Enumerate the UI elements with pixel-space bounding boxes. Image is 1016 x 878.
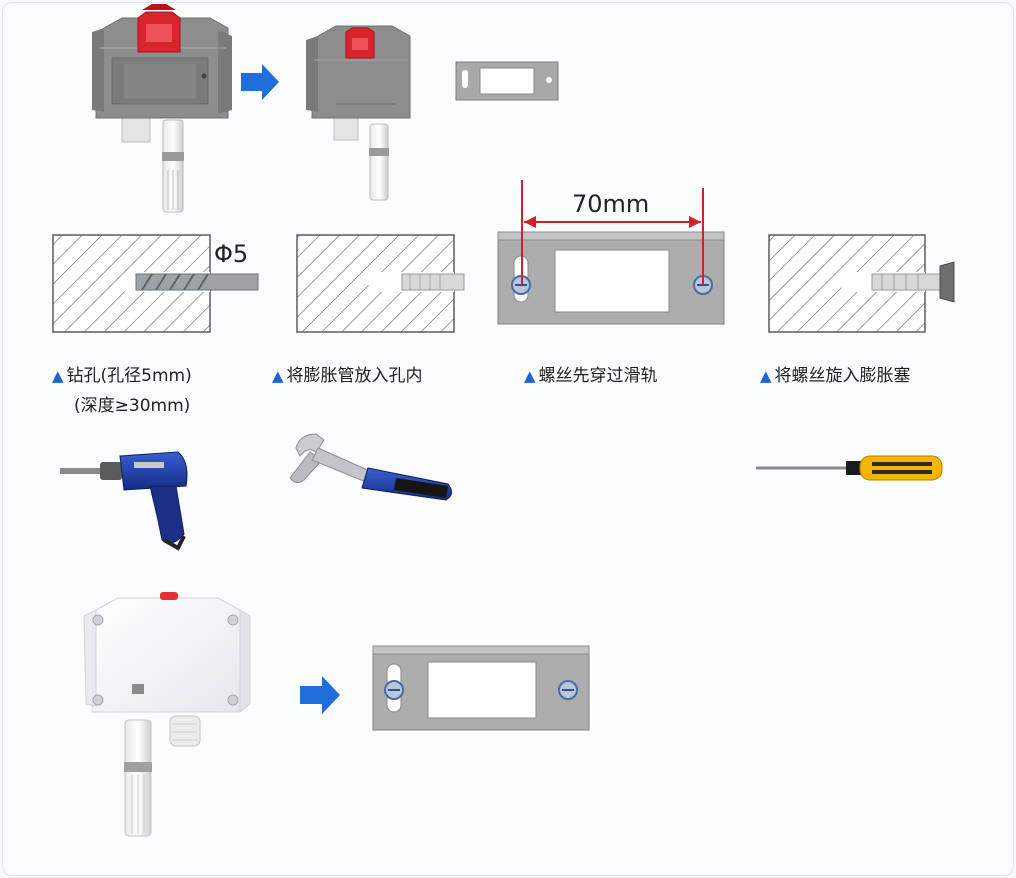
white-sensor-device [83,592,251,837]
device-with-clip [92,4,232,213]
triangle-icon: ▲ [760,367,772,385]
electric-drill-icon [60,451,188,551]
blue-arrow-2 [300,676,340,714]
step3-caption: ▲螺丝先穿过滑轨 [524,366,658,386]
blue-arrow [241,64,279,100]
step4-caption: ▲将螺丝旋入膨胀塞 [760,366,911,386]
hammer-icon [289,433,452,501]
step2-wall-anchor [296,234,465,333]
step3-rail-with-screws [497,231,725,325]
hole-diameter-label: Φ5 [214,240,249,268]
device-without-clip [306,25,411,201]
step1-wall-drill [52,234,259,333]
triangle-icon: ▲ [272,367,284,385]
triangle-icon: ▲ [524,367,536,385]
rail-spacing-label: 70mm [572,190,650,218]
step2-caption: ▲将膨胀管放入孔内 [272,366,423,386]
triangle-icon: ▲ [52,367,64,385]
step1-caption: ▲钻孔(孔径5mm) [52,366,192,386]
screwdriver-icon [756,455,943,481]
dimension-70mm [521,180,704,285]
step1-caption-line2: (深度≥30mm) [74,396,191,416]
step4-wall-screw [768,234,955,333]
mounting-rail-installed [372,645,590,731]
mounting-rail-small [455,61,559,101]
